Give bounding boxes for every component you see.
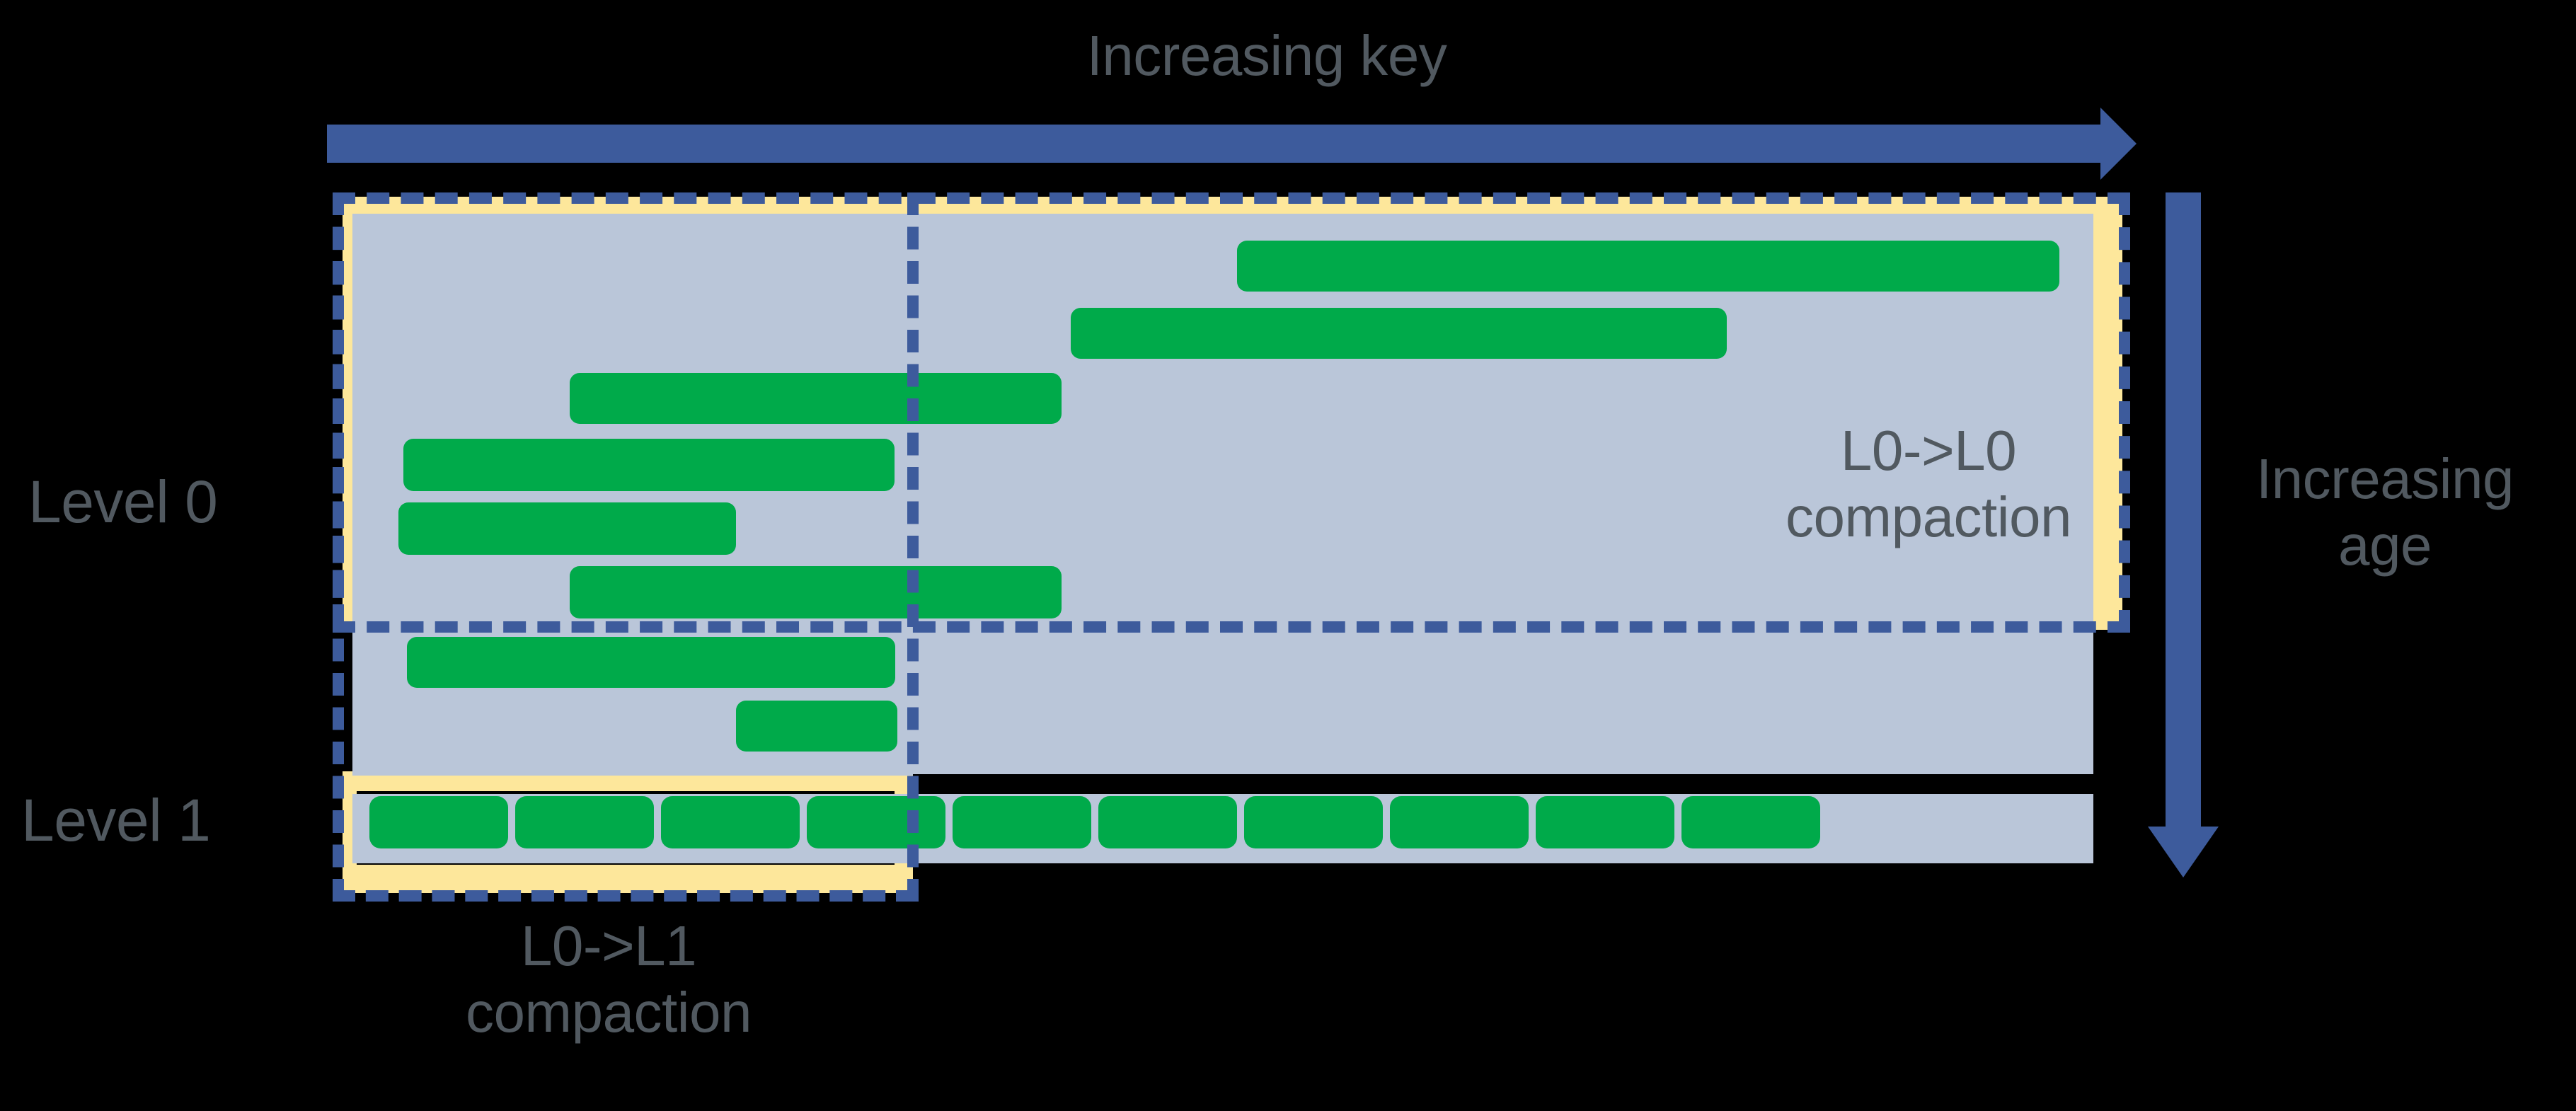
sstable-bar[interactable] [369,796,508,848]
sstable-bar[interactable] [398,502,736,555]
sstable-bar[interactable] [570,373,1062,424]
right-arrow-icon [2100,108,2137,180]
l0-to-l1-highlight-bottom [343,865,913,893]
sstable-bar[interactable] [1681,796,1820,848]
sstable-bar[interactable] [1244,796,1383,848]
sstable-bar[interactable] [570,566,1062,618]
increasing-age-label: Increasing age [2255,447,2514,577]
l0-to-l1-compaction-label: L0->L1 compaction [465,914,752,1044]
sstable-bar[interactable] [1071,308,1727,359]
level1-label: Level 1 [21,787,211,853]
l0-to-l0-highlight-left [343,197,354,630]
sstable-bar[interactable] [661,796,800,848]
increasing-age-arrow-shaft [2166,192,2201,829]
l0-to-l0-highlight-right [2093,197,2122,630]
level0-label: Level 0 [28,468,218,535]
sstable-bar[interactable] [807,796,945,848]
l0-to-l0-compaction-label: L0->L0 compaction [1785,419,2072,549]
sstable-bar[interactable] [1536,796,1674,848]
sstable-bar[interactable] [403,439,895,491]
sstable-bar[interactable] [515,796,654,848]
increasing-key-arrow-shaft [327,125,2103,163]
sstable-bar[interactable] [1237,241,2059,292]
sstable-bar[interactable] [736,701,897,752]
down-arrow-icon [2148,827,2219,877]
sstable-bar[interactable] [953,796,1091,848]
sstable-bar[interactable] [1390,796,1529,848]
l0-to-l1-compaction-outline[interactable] [333,192,919,902]
increasing-key-label: Increasing key [1086,24,1447,87]
sstable-bar[interactable] [1098,796,1237,848]
level-divider-line [913,774,2096,781]
sstable-bar[interactable] [407,637,895,688]
